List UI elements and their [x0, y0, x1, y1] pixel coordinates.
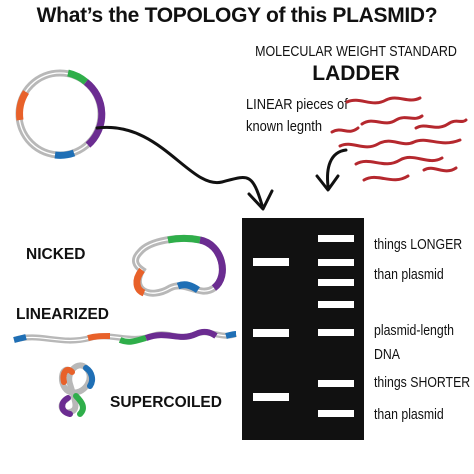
ladder-band — [318, 301, 354, 308]
ladder-band — [318, 259, 354, 266]
ladder-fragment — [362, 174, 410, 182]
ladder-band — [318, 235, 354, 242]
linearized-dna — [13, 328, 238, 345]
ladder-arrow-head — [315, 174, 340, 192]
supercoil-green-segment — [73, 393, 86, 417]
plasmid-length-label-line1: plasmid-length — [374, 322, 455, 339]
nicked-green-segment — [167, 235, 201, 244]
nicked-plasmid — [132, 235, 226, 297]
ladder-fragment — [330, 126, 360, 134]
supercoil-orange-segment — [60, 366, 75, 385]
plasmid-purple-segment — [83, 79, 106, 148]
plasmid-to-gel-arrow — [95, 125, 274, 211]
ladder-band — [318, 279, 354, 286]
linear-orange-segment — [87, 333, 111, 341]
longer-label-line1: things LONGER — [374, 236, 463, 253]
plasmid-arrow-head — [247, 189, 274, 211]
plasmid-orange-segment — [16, 90, 30, 121]
longer-label-line2: than plasmid — [374, 266, 444, 283]
ladder-fragment — [422, 166, 458, 173]
ladder-heading-line2: LADDER — [312, 62, 400, 85]
gel-band-nicked — [253, 258, 289, 266]
plasmid-arrow-shaft — [95, 125, 264, 207]
ladder-heading-line1: MOLECULAR WEIGHT STANDARD — [255, 44, 457, 60]
nicked-blue-segment — [176, 281, 200, 293]
ladder-band — [318, 329, 354, 336]
nicked-orange-segment — [133, 267, 146, 297]
ladder-description-line1: LINEAR pieces of — [246, 96, 348, 113]
ladder-fragment — [360, 114, 424, 126]
shorter-label-line2: than plasmid — [374, 406, 444, 423]
nicked-purple-segment — [198, 236, 226, 291]
gel-band-linearized — [253, 329, 289, 337]
linear-blue-end-right — [225, 331, 237, 339]
plasmid-green-segment — [67, 69, 89, 85]
supercoil-purple-segment — [59, 395, 73, 417]
ladder-fragment — [354, 155, 444, 166]
gel-band-supercoiled — [253, 393, 289, 401]
ladder-fragment — [414, 118, 468, 130]
plasmid-length-label-line2: DNA — [374, 346, 400, 363]
linear-purple-segment — [144, 328, 218, 341]
linearized-label: LINEARIZED — [16, 306, 109, 323]
page-title: What’s the TOPOLOGY of this PLASMID? — [36, 4, 438, 27]
ladder-fragment — [345, 96, 422, 105]
linear-blue-end-left — [13, 334, 27, 343]
supercoiled-label: SUPERCOILED — [110, 394, 222, 411]
ladder-band — [318, 410, 354, 417]
ladder-arrow-shaft — [326, 148, 348, 188]
circular-plasmid — [15, 69, 106, 159]
linear-green-segment — [118, 335, 147, 345]
ladder-description-line2: known legnth — [246, 118, 323, 135]
ladder-fragment — [338, 138, 462, 149]
ladder-band — [318, 380, 354, 387]
supercoiled-plasmid — [58, 362, 96, 417]
ladder-to-gel-arrow — [315, 148, 348, 192]
shorter-label-line1: things SHORTER — [374, 374, 471, 391]
supercoil-blue-segment — [83, 365, 96, 389]
ladder-dna-fragments — [330, 96, 468, 182]
plasmid-blue-segment — [54, 149, 76, 159]
nicked-label: NICKED — [26, 246, 86, 263]
